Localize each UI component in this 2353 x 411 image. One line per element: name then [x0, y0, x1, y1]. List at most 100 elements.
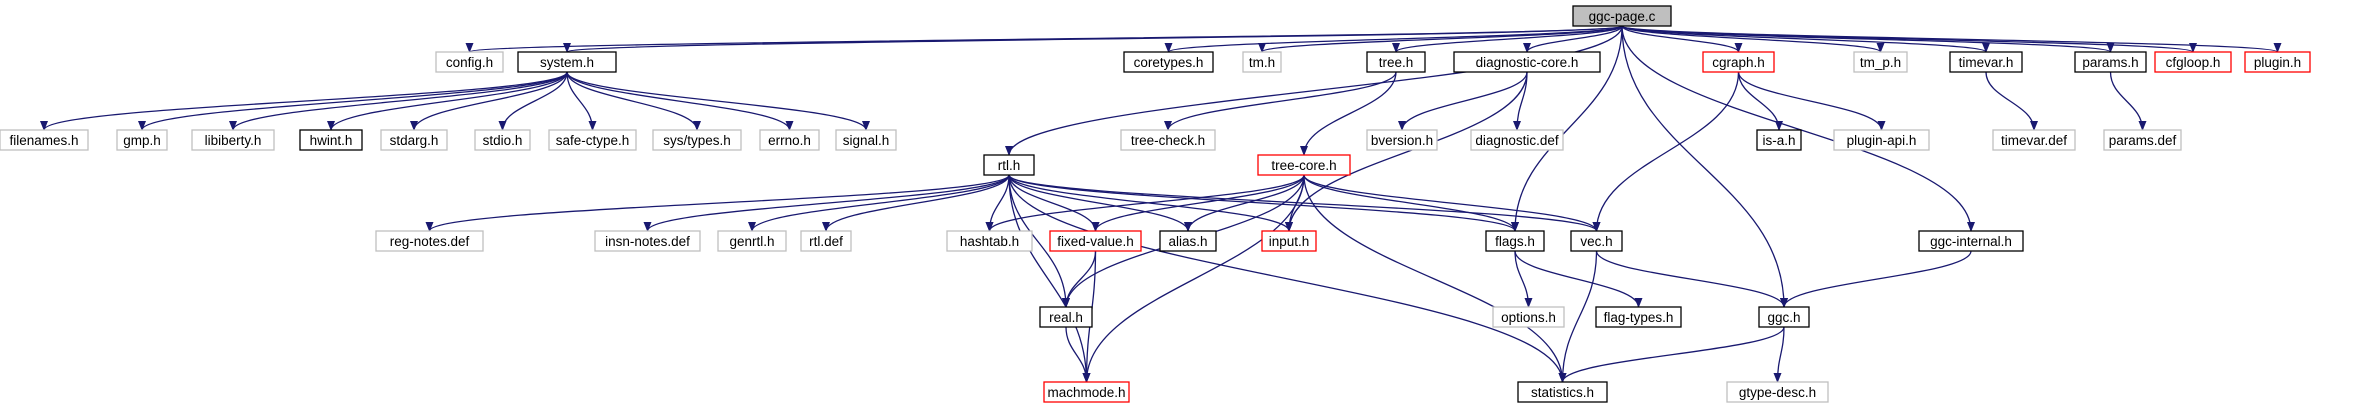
- node-signal[interactable]: signal.h: [835, 129, 897, 151]
- node-plugin-label: plugin.h: [2254, 55, 2301, 70]
- edge-rtl-to-genrtl: [748, 174, 1010, 232]
- node-fixedvalue[interactable]: fixed-value.h: [1049, 230, 1142, 252]
- node-cgraph[interactable]: cgraph.h: [1702, 51, 1775, 73]
- node-treecore-label: tree-core.h: [1271, 158, 1336, 173]
- node-insnnotes[interactable]: insn-notes.def: [594, 230, 701, 252]
- edge-treecore-to-hashtab: [985, 174, 1305, 232]
- node-hwint-box: [299, 129, 363, 151]
- node-hashtab-box: [946, 230, 1033, 252]
- node-libiberty[interactable]: libiberty.h: [191, 129, 275, 151]
- node-gtypedesc[interactable]: gtype-desc.h: [1726, 381, 1829, 403]
- node-timevardef[interactable]: timevar.def: [1992, 129, 2076, 151]
- node-options[interactable]: options.h: [1492, 306, 1565, 328]
- node-pluginapi[interactable]: plugin-api.h: [1833, 129, 1930, 151]
- node-treecheck-box: [1120, 129, 1216, 151]
- node-config-label: config.h: [446, 55, 493, 70]
- edge-root-to-cfgloop: [1621, 25, 2197, 53]
- node-coretypes[interactable]: coretypes.h: [1123, 51, 1214, 73]
- node-config-box: [435, 51, 504, 73]
- edge-treecore-to-machmode: [1082, 174, 1305, 383]
- node-paramsdef[interactable]: params.def: [2103, 129, 2182, 151]
- node-safectype[interactable]: safe-ctype.h: [548, 129, 637, 151]
- node-stdarg[interactable]: stdarg.h: [380, 129, 448, 151]
- edge-rtl-to-alias: [1008, 174, 1192, 232]
- node-alias[interactable]: alias.h: [1159, 230, 1217, 252]
- edge-root-to-flags: [1511, 25, 1623, 232]
- edge-system-to-libiberty: [229, 71, 568, 131]
- node-ggcinternal-box: [1918, 230, 2024, 252]
- node-flags-label: flags.h: [1495, 234, 1535, 249]
- node-rtldef-box: [800, 230, 852, 252]
- node-flagtypes-box: [1595, 306, 1682, 328]
- node-hwint[interactable]: hwint.h: [299, 129, 363, 151]
- node-diagdef[interactable]: diagnostic.def: [1470, 129, 1564, 151]
- node-real[interactable]: real.h: [1039, 306, 1093, 328]
- node-isa[interactable]: is-a.h: [1756, 129, 1802, 151]
- node-input[interactable]: input.h: [1261, 230, 1317, 252]
- edge-cgraph-to-pluginapi: [1737, 71, 1886, 131]
- node-safectype-label: safe-ctype.h: [556, 133, 630, 148]
- node-genrtl[interactable]: genrtl.h: [717, 230, 787, 252]
- node-cfgloop[interactable]: cfgloop.h: [2154, 51, 2232, 73]
- edge-ggc-to-gtypedesc: [1773, 326, 1785, 383]
- node-diagdef-box: [1470, 129, 1564, 151]
- node-system[interactable]: system.h: [517, 51, 617, 73]
- node-treecore-box: [1257, 154, 1351, 176]
- edge-real-to-machmode: [1065, 326, 1091, 383]
- node-coretypes-label: coretypes.h: [1134, 55, 1204, 70]
- node-flagtypes[interactable]: flag-types.h: [1595, 306, 1682, 328]
- node-bversion[interactable]: bversion.h: [1366, 129, 1438, 151]
- edge-vec-to-statistics: [1558, 250, 1598, 383]
- node-hashtab[interactable]: hashtab.h: [946, 230, 1033, 252]
- node-ggc-label: ggc.h: [1767, 310, 1800, 325]
- node-stdio[interactable]: stdio.h: [474, 129, 531, 151]
- node-treecore[interactable]: tree-core.h: [1257, 154, 1351, 176]
- node-treecheck[interactable]: tree-check.h: [1120, 129, 1216, 151]
- node-machmode[interactable]: machmode.h: [1043, 381, 1130, 403]
- edge-rtl-to-vec: [1008, 174, 1601, 232]
- node-filenames-label: filenames.h: [9, 133, 78, 148]
- node-errno[interactable]: errno.h: [759, 129, 820, 151]
- node-diagcore[interactable]: diagnostic-core.h: [1453, 51, 1601, 73]
- node-systypes[interactable]: sys/types.h: [652, 129, 742, 151]
- node-gmp[interactable]: gmp.h: [116, 129, 168, 151]
- node-timevar[interactable]: timevar.h: [1949, 51, 2023, 73]
- node-libiberty-label: libiberty.h: [205, 133, 262, 148]
- edge-system-to-signal: [566, 71, 870, 131]
- node-machmode-box: [1043, 381, 1130, 403]
- node-bversion-label: bversion.h: [1371, 133, 1433, 148]
- node-vec[interactable]: vec.h: [1570, 230, 1623, 252]
- node-tm-label: tm.h: [1249, 55, 1275, 70]
- node-tm[interactable]: tm.h: [1242, 51, 1282, 73]
- edge-root-to-timevar: [1621, 25, 1990, 53]
- edge-root-to-tree: [1392, 25, 1623, 53]
- node-flags[interactable]: flags.h: [1485, 230, 1545, 252]
- node-insnnotes-label: insn-notes.def: [605, 234, 690, 249]
- node-ggc[interactable]: ggc.h: [1758, 306, 1810, 328]
- node-regnotes[interactable]: reg-notes.def: [375, 230, 484, 252]
- node-tree[interactable]: tree.h: [1366, 51, 1426, 73]
- node-rtl-box: [983, 154, 1035, 176]
- edge-system-to-gmp: [138, 71, 568, 131]
- node-rtl[interactable]: rtl.h: [983, 154, 1035, 176]
- edge-params-to-paramsdef: [2109, 71, 2147, 131]
- node-gmp-box: [116, 129, 168, 151]
- node-tm_p[interactable]: tm_p.h: [1853, 51, 1908, 73]
- node-params[interactable]: params.h: [2074, 51, 2147, 73]
- node-cfgloop-box: [2154, 51, 2232, 73]
- node-filenames[interactable]: filenames.h: [0, 129, 89, 151]
- edge-system-to-safectype: [566, 71, 597, 131]
- node-rtldef-label: rtl.def: [809, 234, 843, 249]
- node-plugin[interactable]: plugin.h: [2244, 51, 2311, 73]
- node-rtldef[interactable]: rtl.def: [800, 230, 852, 252]
- node-paramsdef-label: params.def: [2109, 133, 2177, 148]
- edge-root-to-rtl: [1005, 25, 1623, 156]
- node-libiberty-box: [191, 129, 275, 151]
- edge-rtl-to-rtldef: [822, 174, 1010, 232]
- edge-system-to-stdarg: [410, 71, 568, 131]
- node-ggcinternal[interactable]: ggc-internal.h: [1918, 230, 2024, 252]
- node-config[interactable]: config.h: [435, 51, 504, 73]
- node-root-box: [1572, 5, 1672, 27]
- node-statistics[interactable]: statistics.h: [1517, 381, 1608, 403]
- node-tm_p-box: [1853, 51, 1908, 73]
